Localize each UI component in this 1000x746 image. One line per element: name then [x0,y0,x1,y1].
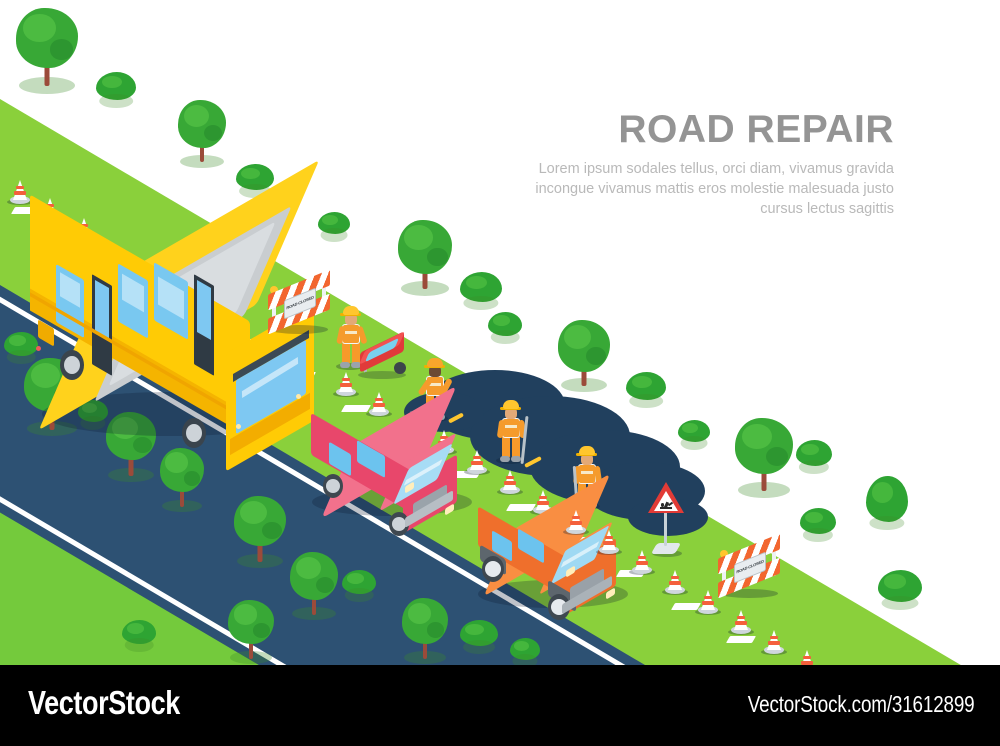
suv-jeep [470,473,630,620]
bush [236,164,274,198]
bush [866,476,908,530]
traffic-cone [596,528,622,555]
barricade-sign-text: ROAD CLOSED [286,294,314,311]
lane-dash [670,603,702,610]
station-wagon [305,385,475,536]
road-closed-barricade-far: ROAD CLOSED [718,533,780,599]
tree [396,220,454,296]
bush [460,272,502,310]
traffic-cone [797,648,817,665]
body-line-2: incongue vivamus mattis eros molestie ma… [535,181,894,197]
tree [288,552,340,620]
wheelbarrow [356,331,410,379]
traffic-cone [7,178,33,205]
traffic-cone [728,608,754,635]
worker-wheelbarrow [334,306,368,370]
tree [176,100,228,168]
bush [678,420,710,450]
bush [318,212,350,242]
isometric-scene: ROAD CLOSED [0,0,1000,665]
traffic-cone [563,508,589,535]
traffic-cone [464,448,490,475]
bush [78,400,108,430]
tree [158,448,206,512]
tree [104,412,158,482]
road-closed-barricade: ROAD CLOSED [268,269,330,335]
bush [878,570,922,610]
traffic-cone [662,568,688,595]
tree [556,320,612,392]
worker-rake [494,400,542,468]
bush [96,72,136,108]
vectorstock-logo: VectorStock [28,684,180,721]
body-line-3: cursus lectus sagittis [760,201,894,217]
tree [232,496,288,568]
bush [122,620,156,652]
barricade-sign-text: ROAD CLOSED [736,558,764,575]
bush [460,620,498,654]
traffic-cone [333,370,359,397]
bush [796,440,832,474]
traffic-cone [366,390,392,417]
bush [342,570,376,602]
bush [510,638,540,665]
city-bus [30,159,330,472]
body-line-1: Lorem ipsum sodales tellus, orci diam, v… [538,161,894,177]
bush [626,372,666,408]
traffic-cone [761,628,787,655]
traffic-cone [695,588,721,615]
text-block: ROAD REPAIR Lorem ipsum sodales tellus, … [514,110,894,219]
watermark-footer: VectorStock VectorStock.com/31612899 [0,665,1000,746]
tree [14,8,80,94]
men-at-work-sign [648,482,684,557]
tree [226,600,276,664]
vectorstock-url: VectorStock.com/31612899 [747,691,974,717]
tree [733,418,795,498]
digger-pictogram [659,501,674,511]
traffic-cone [497,468,523,495]
lane-dash [725,636,757,643]
page-title: ROAD REPAIR [618,108,894,151]
tree [400,598,450,664]
bush [4,332,38,364]
bush [488,312,522,344]
bush [800,508,836,542]
traffic-cone [629,548,655,575]
